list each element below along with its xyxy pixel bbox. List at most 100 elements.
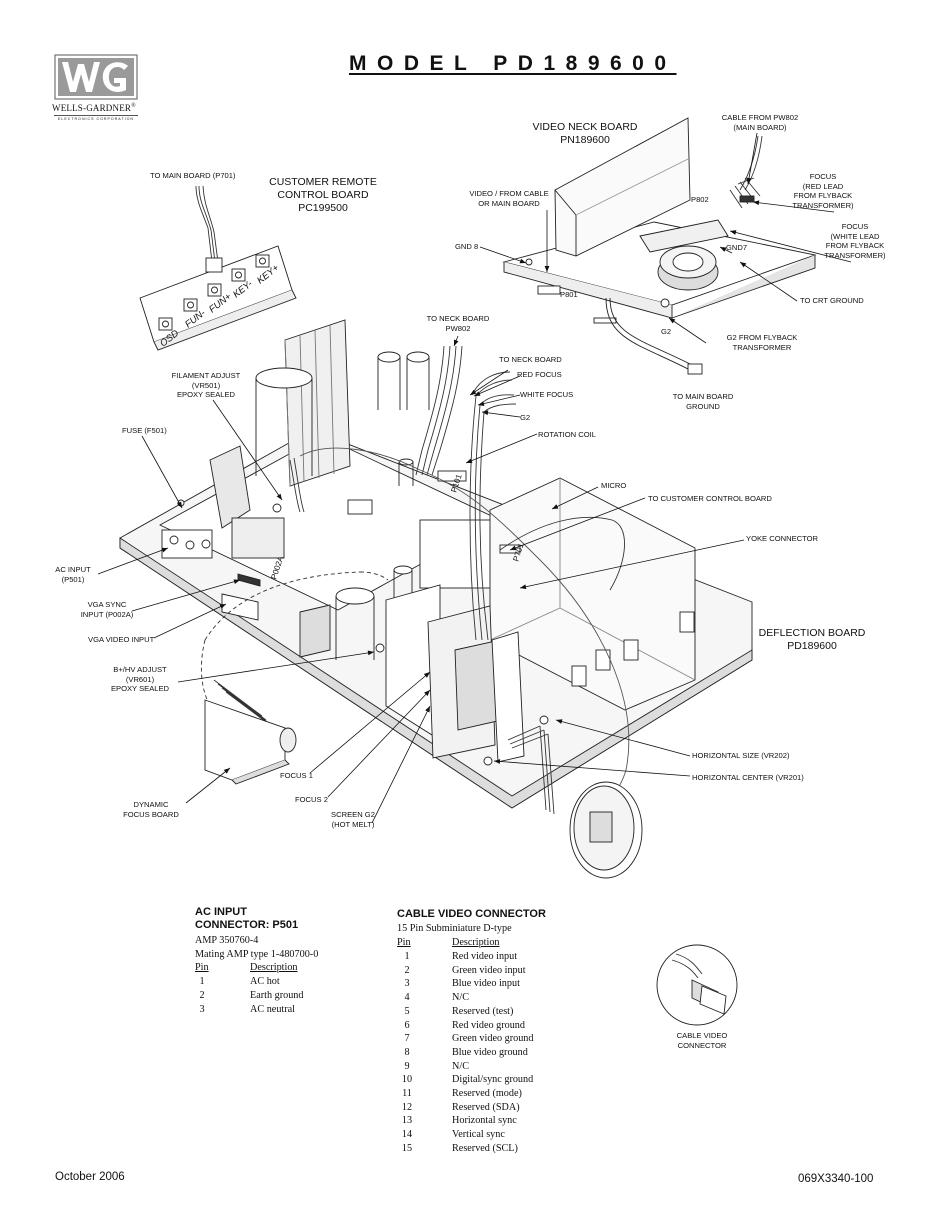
- leader-arrowhead: [510, 545, 517, 551]
- leader-arrowhead: [494, 759, 501, 764]
- leader-line: [555, 719, 691, 757]
- label-g2-from-flyback: G2 FROM FLYBACK TRANSFORMER: [726, 333, 798, 352]
- ac-table-part: AMP 350760-4: [195, 935, 259, 946]
- ac-table-mating: Mating AMP type 1-480700-0: [195, 949, 319, 960]
- leader-arrowhead: [474, 391, 481, 396]
- remote-button: [183, 298, 198, 312]
- ac-pin-number: 2: [199, 989, 205, 1001]
- leader-line: [481, 411, 521, 418]
- page-title: MODEL PD189600: [349, 52, 677, 75]
- leader-arrowhead: [556, 719, 563, 724]
- video-pin-description: Blue video input: [452, 978, 520, 990]
- leader-line: [729, 230, 852, 263]
- remote-button: [231, 268, 246, 282]
- leader-line: [477, 394, 521, 406]
- leader-line: [309, 671, 431, 774]
- main-chassis: [119, 319, 753, 815]
- leader-line: [212, 399, 283, 501]
- leader-arrowhead: [466, 458, 473, 463]
- remote-button-knob: [187, 301, 194, 309]
- label-micro: MICRO: [601, 481, 627, 490]
- wells-gardner-logo: WELLS-GARDNER® ELECTRONICS CORPORATION: [52, 54, 140, 126]
- label-cable-video-connector: CABLE VIDEO CONNECTOR: [676, 1031, 728, 1050]
- dynamic-focus-board: [204, 699, 297, 785]
- video-pin-number: 12: [401, 1101, 413, 1113]
- video-pin-description: Horizontal sync: [452, 1115, 517, 1127]
- leader-arrowhead: [720, 247, 727, 252]
- label-to-neck-board: TO NECK BOARD: [499, 355, 562, 364]
- leader-line: [493, 760, 691, 777]
- label-deflection-board: DEFLECTION BOARD PD189600: [758, 627, 866, 652]
- label-filament-adjust: FILAMENT ADJUST (VR501) EPOXY SEALED: [171, 371, 241, 400]
- leader-arrowhead: [176, 501, 182, 508]
- ac-pin-number: 1: [199, 976, 205, 987]
- video-table-title: CABLE VIDEO CONNECTOR: [397, 908, 546, 920]
- label-screen-g2: SCREEN G2 (HOT MELT): [331, 810, 375, 829]
- callout-leader-lines: [97, 132, 852, 824]
- label-horizontal-center: HORIZONTAL CENTER (VR201): [692, 773, 804, 782]
- cable-video-connector-inset: [656, 944, 738, 1026]
- label-cable-from-pw802: CABLE FROM PW802 (MAIN BOARD): [721, 113, 799, 132]
- leader-line: [551, 486, 599, 510]
- logo-divider: [54, 115, 138, 116]
- video-pin-description: Blue video ground: [452, 1046, 528, 1058]
- leader-arrowhead: [425, 706, 430, 713]
- label-customer-remote: CUSTOMER REMOTE CONTROL BOARD PC199500: [269, 176, 377, 214]
- remote-button-knob: [211, 286, 218, 294]
- video-pin-number: 13: [401, 1115, 413, 1127]
- label-bhv-adjust: B+/HV ADJUST (VR601) EPOXY SEALED: [110, 665, 170, 694]
- label-focus-white: FOCUS (WHITE LEAD FROM FLYBACK TRANSFORM…: [824, 222, 886, 260]
- leader-line: [371, 705, 431, 824]
- leader-arrowhead: [424, 690, 430, 696]
- leader-line: [327, 689, 431, 798]
- ac-input-table: AC INPUT CONNECTOR: P501 AMP 350760-4 Ma…: [195, 906, 375, 1016]
- label-vga-sync: VGA SYNC INPUT (P002A): [80, 600, 134, 619]
- leader-line: [185, 767, 231, 804]
- label-fuse: FUSE (F501): [122, 426, 167, 435]
- remote-button: [158, 317, 173, 331]
- leader-line: [141, 435, 183, 509]
- leader-arrowhead: [233, 579, 240, 584]
- video-pin-number: 2: [404, 964, 410, 976]
- leader-arrowhead: [276, 493, 282, 500]
- video-pin-description: Reserved (SDA): [452, 1101, 520, 1113]
- label-to-main-board-ground: TO MAIN BOARD GROUND: [672, 392, 734, 411]
- leader-line: [177, 651, 375, 683]
- label-red-focus: RED FOCUS: [517, 370, 562, 379]
- label-to-neck-board-pw802: TO NECK BOARD PW802: [426, 314, 490, 333]
- leader-line: [752, 201, 835, 213]
- ac-table-title-2: CONNECTOR: P501: [195, 919, 299, 931]
- leader-arrowhead: [223, 768, 230, 774]
- label-focus-1: FOCUS 1: [280, 771, 313, 780]
- label-gnd8: GND 8: [455, 242, 479, 251]
- video-pin-number: 6: [404, 1019, 410, 1031]
- label-to-crt-ground: TO CRT GROUND: [800, 296, 864, 305]
- leader-arrowhead: [454, 339, 459, 346]
- leader-arrowhead: [470, 389, 477, 395]
- leader-arrowhead: [669, 318, 676, 324]
- leader-arrowhead: [482, 410, 489, 416]
- video-pin-description: Vertical sync: [452, 1129, 505, 1141]
- logo-company-name: WELLS-GARDNER®: [52, 103, 136, 113]
- cable-video-table: CABLE VIDEO CONNECTOR 15 Pin Subminiatur…: [397, 908, 597, 1158]
- leader-arrowhead: [753, 200, 760, 206]
- video-pin-number: 8: [404, 1046, 410, 1058]
- label-rotation-coil: ROTATION COIL: [538, 430, 596, 439]
- video-pin-number: 15: [401, 1142, 413, 1154]
- video-pin-description: N/C: [452, 992, 469, 1004]
- video-pin-number: 1: [404, 951, 410, 962]
- label-white-focus: WHITE FOCUS: [520, 390, 574, 399]
- video-pin-number: 11: [402, 1088, 412, 1099]
- remote-button-knob: [235, 271, 242, 279]
- leader-line: [739, 261, 798, 302]
- ac-table-title-1: AC INPUT: [195, 906, 247, 918]
- label-g2-board: G2: [661, 327, 672, 336]
- leader-line: [97, 547, 169, 575]
- leader-arrowhead: [478, 401, 485, 406]
- leader-line: [668, 317, 707, 344]
- leader-arrowhead: [730, 230, 737, 235]
- logo-subtitle: ELECTRONICS CORPORATION: [57, 117, 135, 121]
- leader-arrowhead: [520, 584, 527, 590]
